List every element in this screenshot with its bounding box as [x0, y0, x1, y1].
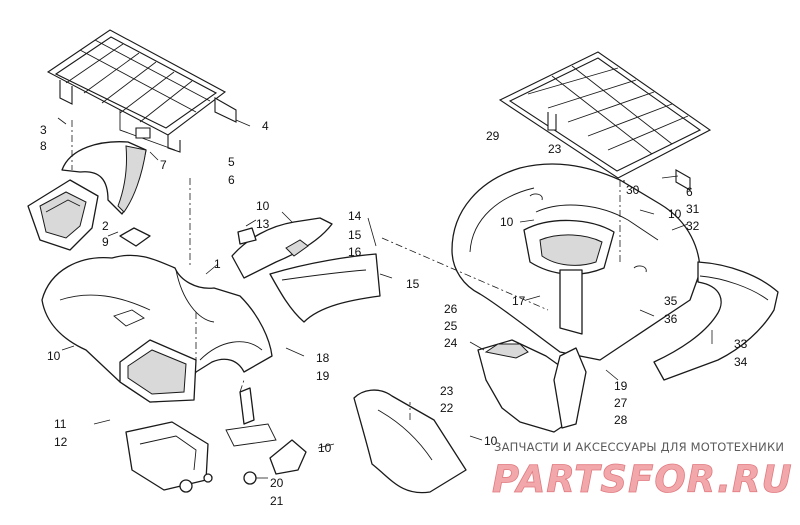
callout-23: 23 [548, 142, 562, 156]
callout-10: 10 [484, 434, 498, 448]
callout-11: 11 [54, 417, 67, 431]
callout-28: 28 [614, 413, 628, 427]
callout-18: 18 [316, 351, 330, 365]
watermark: ЗАПЧАСТИ И АКСЕССУАРЫ ДЛЯ МОТОТЕХНИКИ PA… [492, 440, 793, 501]
callout-23: 23 [440, 384, 454, 398]
callout-19: 19 [316, 369, 330, 383]
front-mount-hardware [125, 387, 307, 493]
callout-10: 10 [256, 199, 270, 213]
callout-16: 16 [348, 245, 362, 259]
rear-rack [498, 51, 712, 195]
callout-7: 7 [160, 158, 167, 172]
rear-body-shell [451, 163, 701, 361]
callout-5: 5 [228, 155, 235, 169]
leader-lines [57, 117, 713, 479]
rear-fender-flare [653, 261, 779, 381]
callout-29: 29 [486, 129, 500, 143]
callout-9: 9 [102, 235, 109, 249]
small-plate [119, 227, 151, 247]
front-fender-upper [61, 141, 147, 215]
callout-1: 1 [214, 257, 221, 271]
headlight-pod [27, 179, 99, 251]
callout-10: 10 [668, 207, 682, 221]
callout-31: 31 [686, 202, 700, 216]
callout-36: 36 [664, 312, 678, 326]
footwell-right [477, 339, 587, 433]
callout-13: 13 [256, 217, 270, 231]
callout-6: 6 [228, 173, 235, 187]
callout-2: 2 [102, 219, 109, 233]
callout-15: 15 [348, 228, 362, 242]
callout-14: 14 [348, 209, 362, 223]
callout-3: 3 [40, 123, 47, 137]
callout-10: 10 [318, 441, 332, 455]
front-body-shell [41, 254, 273, 403]
watermark-logo: PARTSFOR.RU [492, 458, 793, 501]
callout-26: 26 [444, 302, 458, 316]
callout-34: 34 [734, 355, 748, 369]
callout-8: 8 [40, 139, 47, 153]
callout-30: 30 [626, 183, 640, 197]
callout-27: 27 [614, 396, 628, 410]
footwell-left [353, 389, 467, 494]
callout-19: 19 [614, 379, 628, 393]
callout-10: 10 [47, 349, 61, 363]
watermark-subtitle: ЗАПЧАСТИ И АКСЕССУАРЫ ДЛЯ МОТОТЕХНИКИ [494, 440, 784, 454]
front-rack [46, 29, 237, 153]
callout-32: 32 [686, 219, 700, 233]
callout-15: 15 [406, 277, 420, 291]
callout-33: 33 [734, 337, 748, 351]
callout-10: 10 [500, 215, 514, 229]
callout-17: 17 [512, 294, 526, 308]
callout-4: 4 [262, 119, 269, 133]
callout-21: 21 [270, 494, 284, 508]
callout-24: 24 [444, 336, 458, 350]
callout-35: 35 [664, 294, 678, 308]
callout-12: 12 [54, 435, 68, 449]
callout-25: 25 [444, 319, 458, 333]
callout-20: 20 [270, 476, 284, 490]
callout-labels: 3 8 7 4 5 6 2 9 1 10 11 12 10 13 14 15 1… [40, 119, 748, 508]
callout-6: 6 [686, 185, 693, 199]
center-console-panel [231, 217, 381, 323]
callout-22: 22 [440, 401, 454, 415]
